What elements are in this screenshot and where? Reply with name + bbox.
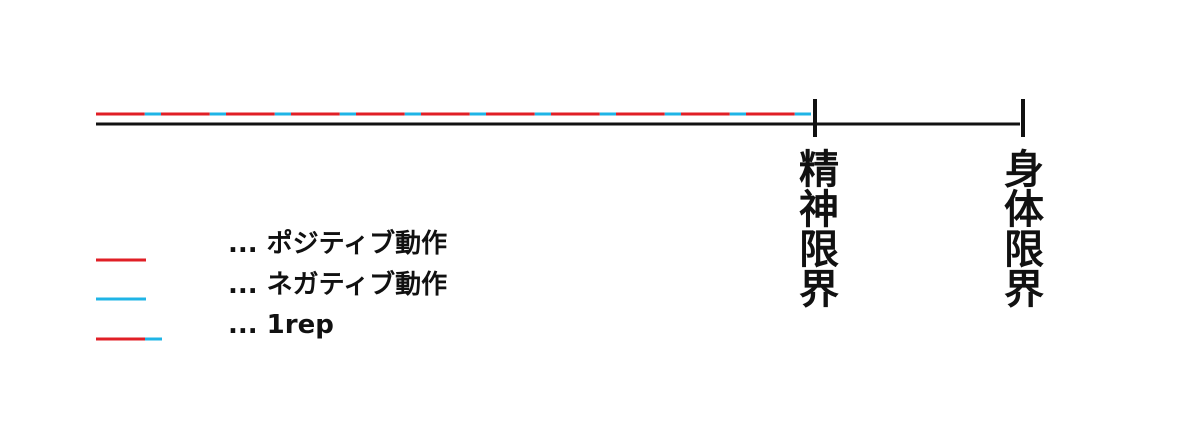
- limit-ticks: [813, 99, 1025, 137]
- legend-rep-text: ... 1rep: [228, 310, 334, 340]
- legend-swatches: [96, 258, 162, 341]
- legend-positive-text: ... ポジティブ動作: [228, 229, 448, 259]
- physical-limit-label: 身体限界: [997, 148, 1043, 308]
- mental-limit-label: 精神限界: [792, 148, 838, 308]
- legend-negative-text: ... ネガティブ動作: [228, 270, 448, 300]
